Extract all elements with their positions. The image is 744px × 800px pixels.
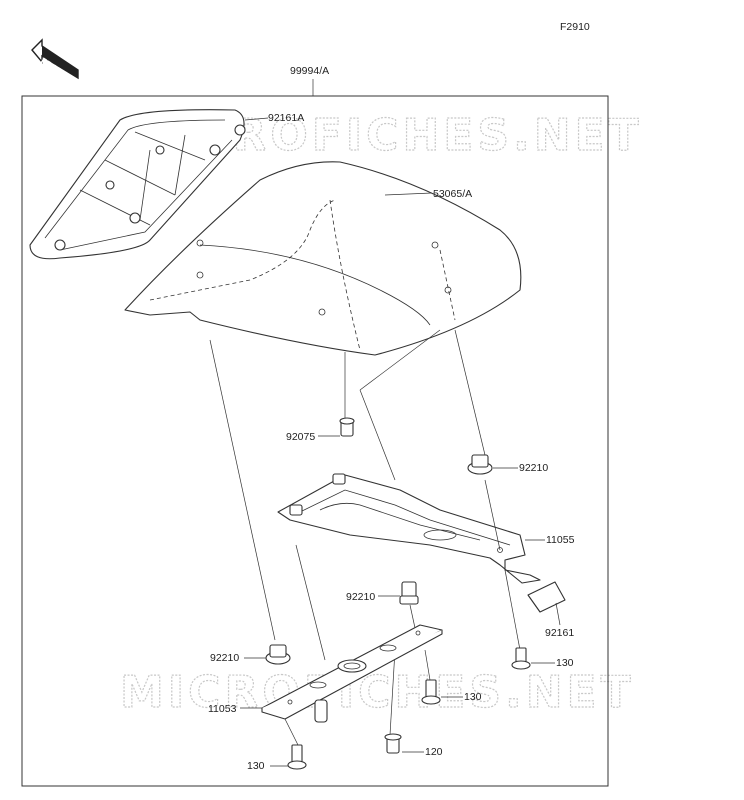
label-92161: 92161 <box>545 627 574 639</box>
bolt-130-lower: 130 <box>247 718 307 772</box>
plate-11053: 11053 <box>208 624 443 723</box>
part-92075: 92075 <box>286 417 355 443</box>
figure-code: F2910 <box>560 21 590 33</box>
part-92210-lower: 92210 <box>210 644 291 665</box>
label-92161A: 92161A <box>268 112 304 124</box>
label-92075: 92075 <box>286 431 315 443</box>
part-92161: 92161 <box>527 581 574 639</box>
screw-120: 120 <box>384 733 443 758</box>
label-92210-middle: 92210 <box>346 591 375 603</box>
label-130-right: 130 <box>556 657 574 669</box>
label-130-lower: 130 <box>247 760 265 772</box>
part-92210-middle: 92210 <box>346 581 419 605</box>
assembly-frame: 99994/A <box>21 65 609 787</box>
bolt-130-right: 130 <box>511 647 574 670</box>
label-11053: 11053 <box>208 703 237 715</box>
part-92210-upper: 92210 <box>467 454 548 475</box>
label-92210-upper: 92210 <box>519 462 548 474</box>
seat-cover-frame-92161A: 92161A <box>29 109 304 260</box>
front-arrow-icon: FRONT <box>31 38 79 81</box>
seat-cover-53065A: 53065/A <box>124 161 522 356</box>
label-11055: 11055 <box>546 534 575 546</box>
label-130-middle: 130 <box>464 691 482 703</box>
bracket-11055: 11055 <box>277 473 575 584</box>
bolt-130-middle: 130 <box>421 679 482 705</box>
label-53065A: 53065/A <box>433 188 472 200</box>
assembly-label: 99994/A <box>290 65 329 77</box>
label-120: 120 <box>425 746 443 758</box>
label-92210-lower: 92210 <box>210 652 239 664</box>
watermark-bottom: MICROFICHES.NET <box>120 667 635 718</box>
